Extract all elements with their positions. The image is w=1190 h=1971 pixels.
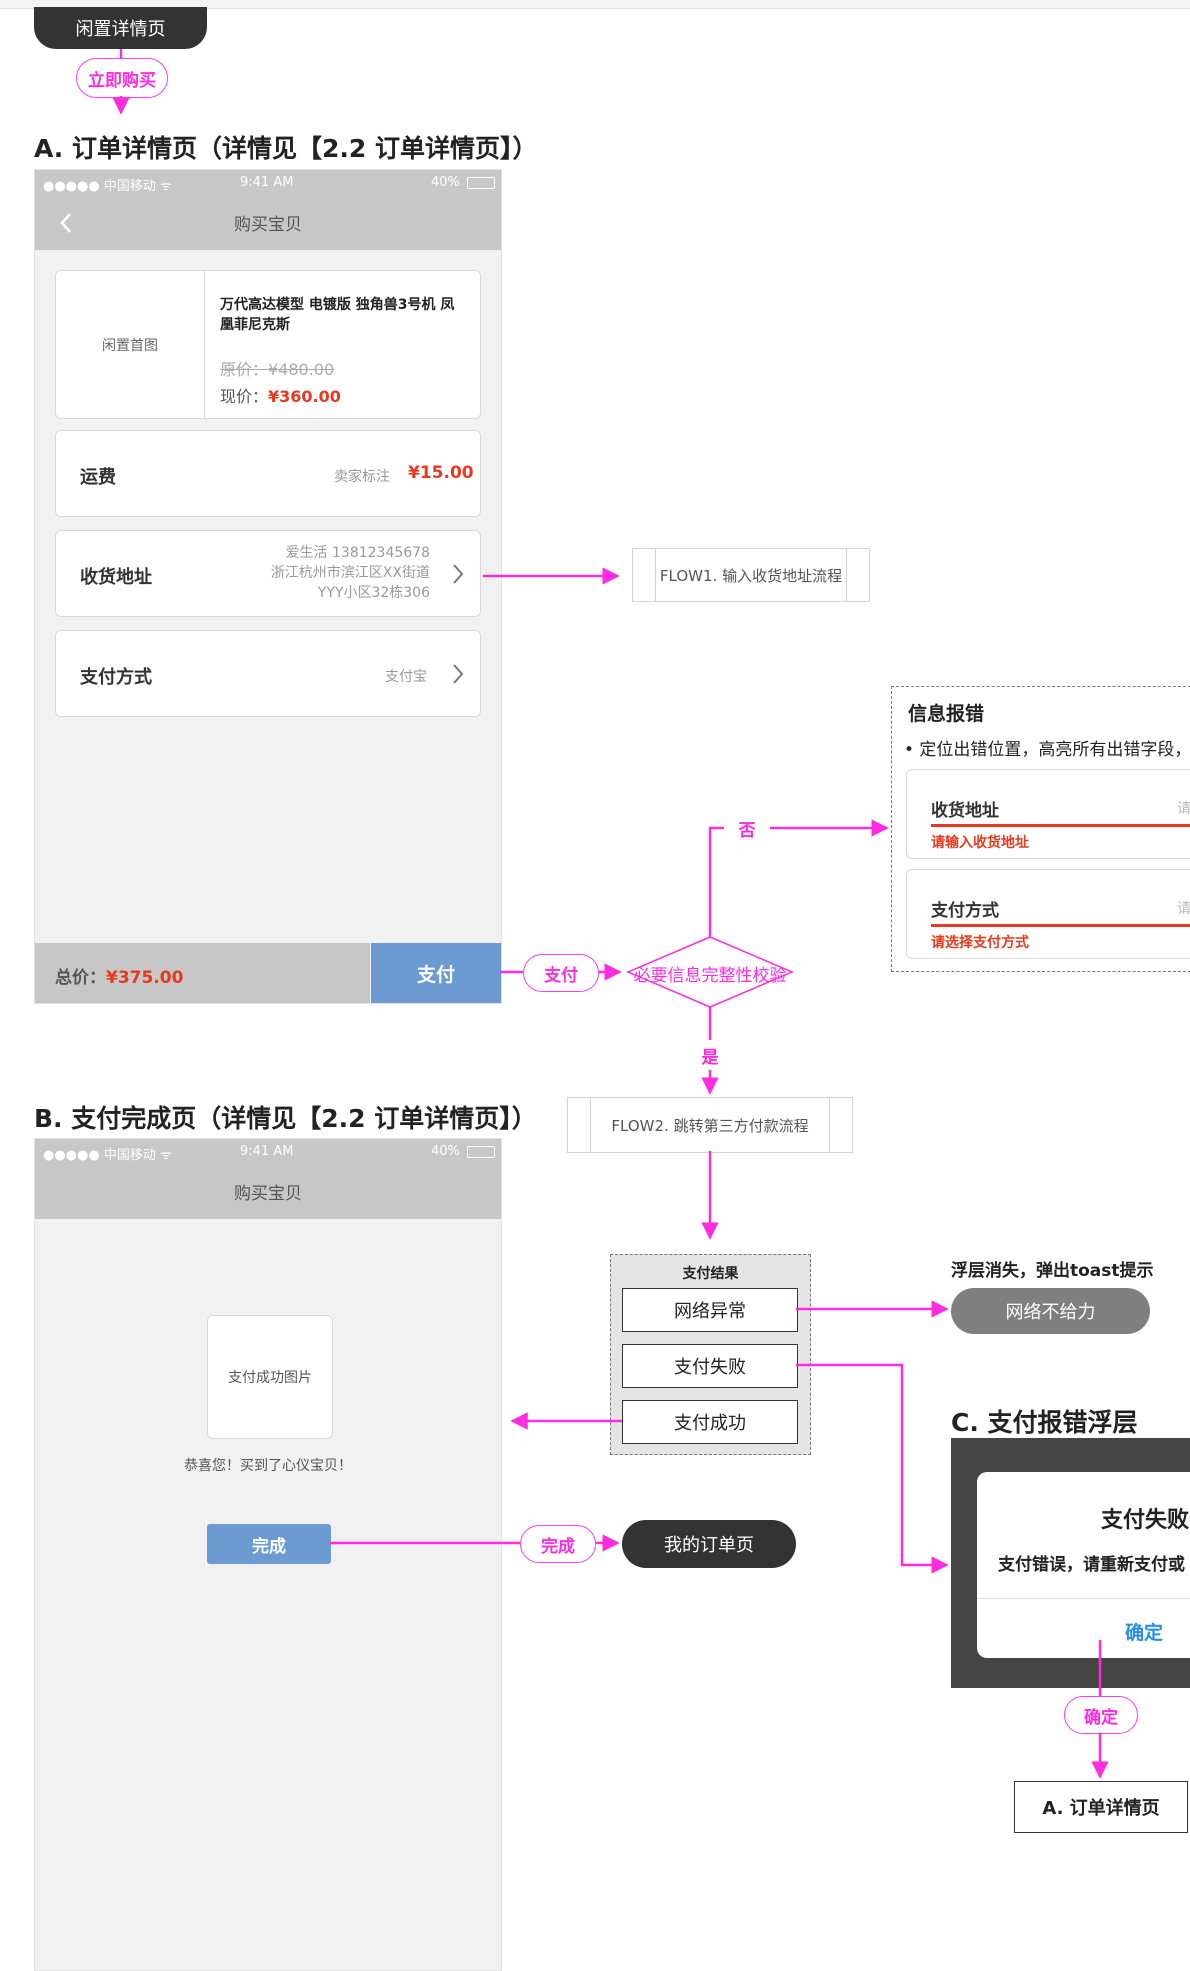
payment-value: 支付宝: [385, 669, 427, 685]
info-error-title: 信息报错: [908, 703, 985, 725]
payment-success-option[interactable]: 支付成功: [622, 1400, 798, 1444]
pay-error-message: 支付错误，请重新支付或: [998, 1555, 1185, 1575]
section-a-title: A. 订单详情页（详情见【2.2 订单详情页】）: [34, 134, 538, 163]
total-label: 总价：: [55, 968, 106, 988]
error-field-address: 收货地址 请 请输入收货地址: [906, 769, 1190, 859]
order-detail-phone: ●●●●● 中国移动 ᯤ 9:41 AM 40% 购买宝贝 闲置首图 万代高达模…: [34, 169, 502, 1004]
info-error-panel: 信息报错 • 定位出错位置，高亮所有出错字段， 收货地址 请 请输入收货地址 支…: [891, 686, 1190, 972]
shipping-card: 运费 卖家标注 ¥15.00: [55, 430, 481, 517]
error-field-address-message: 请输入收货地址: [931, 835, 1029, 851]
time-text: 9:41 AM: [240, 175, 294, 190]
error-underline: [931, 924, 1190, 927]
total-price: 总价：¥375.00: [55, 963, 183, 988]
shipping-note: 卖家标注: [334, 469, 390, 485]
flow2-box: FLOW2. 跳转第三方付款流程: [567, 1097, 853, 1153]
payment-complete-phone: ●●●●● 中国移动 ᯤ 9:41 AM 40% 购买宝贝 支付成功图片 恭喜您…: [34, 1138, 502, 1971]
carrier-text: ●●●●● 中国移动 ᯤ: [43, 179, 172, 194]
status-bar: ●●●●● 中国移动 ᯤ 9:41 AM 40%: [35, 1139, 501, 1165]
address-label: 收货地址: [80, 567, 152, 588]
pay-flow-label: 支付: [523, 954, 599, 992]
product-title: 万代高达模型 电镀版 独角兽3号机 凤凰菲尼克斯: [220, 297, 455, 333]
battery-icon: [467, 1146, 495, 1158]
time-text: 9:41 AM: [240, 1144, 294, 1159]
product-card[interactable]: 闲置首图 万代高达模型 电镀版 独角兽3号机 凤凰菲尼克斯 原价：¥480.00…: [55, 270, 481, 419]
nav-title: 购买宝贝: [234, 1184, 302, 1204]
pay-error-overlay: 支付失败 支付错误，请重新支付或 确定: [951, 1438, 1190, 1688]
error-field-payment-label: 支付方式: [931, 901, 999, 921]
nav-title: 购买宝贝: [234, 215, 302, 235]
payment-method-card[interactable]: 支付方式 支付宝: [55, 630, 481, 717]
current-price-value: ¥360.00: [268, 387, 341, 406]
battery-icon: [467, 177, 495, 189]
error-field-payment-placeholder: 请: [1177, 901, 1190, 917]
validation-diamond-text: 必要信息完整性校验: [633, 966, 787, 986]
total-bar: 总价：¥375.00: [35, 943, 370, 1003]
address-text: 爱生活 13812345678 浙江杭州市滨江区XX街道 YYY小区32栋306: [271, 543, 430, 603]
pay-button[interactable]: 支付: [371, 943, 501, 1003]
pay-error-confirm-button[interactable]: 确定: [1125, 1622, 1164, 1644]
done-button[interactable]: 完成: [207, 1524, 331, 1564]
toast-caption: 浮层消失，弹出toast提示: [951, 1261, 1154, 1281]
phone-b-header: ●●●●● 中国移动 ᯤ 9:41 AM 40% 购买宝贝: [35, 1139, 501, 1219]
toast-network-weak: 网络不给力: [951, 1288, 1150, 1334]
section-b-title: B. 支付完成页（详情见【2.2 订单详情页】）: [34, 1104, 537, 1133]
address-line1: 爱生活 13812345678: [285, 545, 430, 561]
confirm-flow-label: 确定: [1064, 1696, 1138, 1734]
total-value: ¥375.00: [106, 968, 184, 988]
carrier-text: ●●●●● 中国移动 ᯤ: [43, 1148, 172, 1163]
error-field-address-placeholder: 请: [1177, 801, 1190, 817]
battery-text: 40%: [431, 1144, 460, 1159]
success-image-placeholder: 支付成功图片: [207, 1315, 333, 1439]
phone-a-header: ●●●●● 中国移动 ᯤ 9:41 AM 40% 购买宝贝: [35, 170, 501, 250]
status-bar: ●●●●● 中国移动 ᯤ 9:41 AM 40%: [35, 170, 501, 196]
address-line3: YYY小区32栋306: [317, 585, 430, 601]
no-branch-label: 否: [724, 816, 770, 841]
network-error-option[interactable]: 网络异常: [622, 1288, 798, 1332]
battery-text: 40%: [431, 175, 460, 190]
error-field-address-label: 收货地址: [931, 801, 999, 821]
idle-detail-page-node[interactable]: 闲置详情页: [34, 7, 207, 49]
top-divider: [0, 0, 1190, 9]
payment-result-title: 支付结果: [682, 1266, 739, 1282]
section-c-title: C. 支付报错浮层: [951, 1408, 1138, 1437]
buy-now-label: 立即购买: [76, 58, 168, 98]
pay-error-divider: [977, 1598, 1190, 1599]
error-underline: [931, 824, 1190, 827]
error-field-payment: 支付方式 请 请选择支付方式: [906, 869, 1190, 959]
back-to-order-detail-node[interactable]: A. 订单详情页: [1014, 1781, 1188, 1833]
current-price-label: 现价：: [220, 387, 269, 406]
product-image-placeholder: 闲置首图: [56, 271, 205, 418]
yes-branch-label: 是: [694, 1043, 726, 1068]
chevron-right-icon: [452, 563, 464, 589]
shipping-value: ¥15.00: [408, 463, 474, 483]
pay-error-title: 支付失败: [1101, 1508, 1190, 1533]
payment-label: 支付方式: [80, 667, 152, 688]
address-card[interactable]: 收货地址 爱生活 13812345678 浙江杭州市滨江区XX街道 YYY小区3…: [55, 530, 481, 617]
payment-failed-option[interactable]: 支付失败: [622, 1344, 798, 1388]
original-price: 原价：¥480.00: [220, 360, 335, 379]
back-chevron-icon[interactable]: [59, 212, 73, 238]
flow1-box: FLOW1. 输入收货地址流程: [632, 548, 870, 602]
current-price-row: 现价：¥360.00: [220, 383, 341, 407]
shipping-label: 运费: [80, 467, 116, 488]
chevron-right-icon: [452, 663, 464, 689]
congrats-text: 恭喜您！买到了心仪宝贝！: [184, 1458, 352, 1474]
info-error-desc: • 定位出错位置，高亮所有出错字段，: [904, 740, 1190, 760]
pay-error-modal: 支付失败 支付错误，请重新支付或 确定: [977, 1472, 1190, 1658]
my-orders-node[interactable]: 我的订单页: [622, 1520, 796, 1568]
address-line2: 浙江杭州市滨江区XX街道: [270, 565, 430, 581]
error-field-payment-message: 请选择支付方式: [931, 935, 1029, 951]
done-flow-label: 完成: [520, 1525, 596, 1563]
